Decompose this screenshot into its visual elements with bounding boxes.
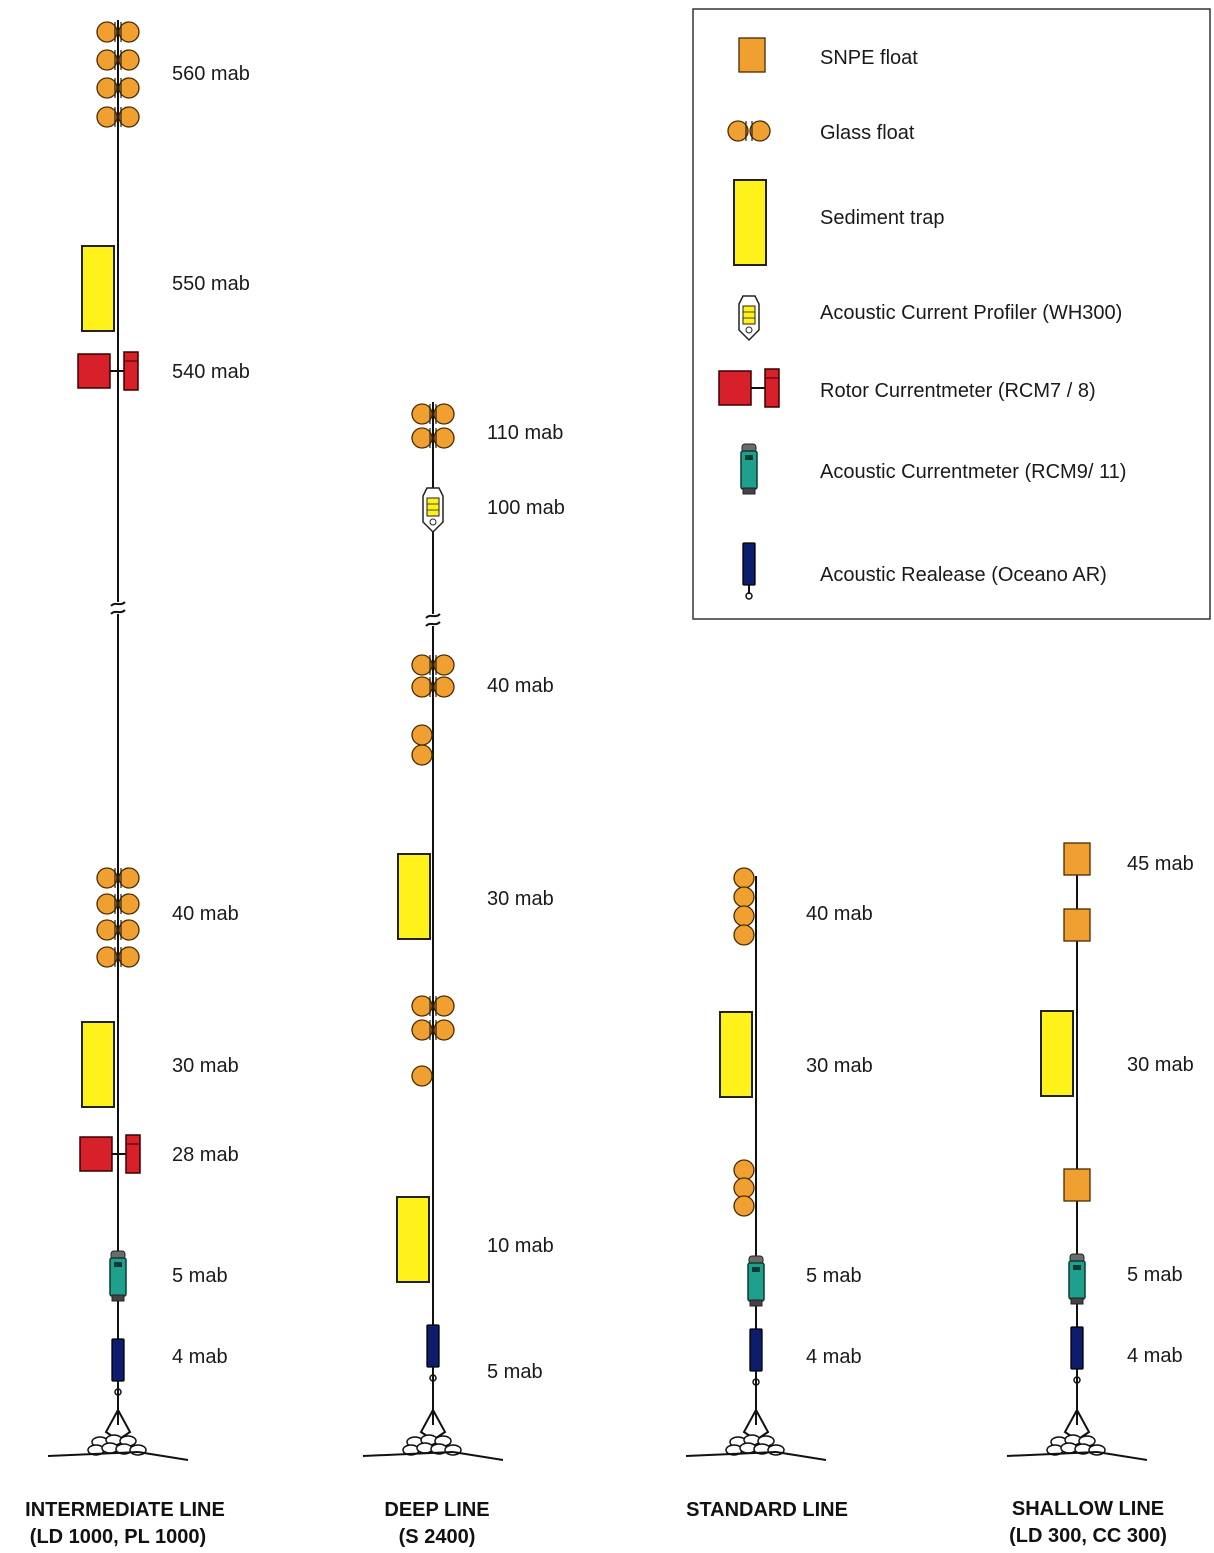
rotor-currentmeter bbox=[79, 1134, 141, 1174]
depth-label: 110 mab bbox=[487, 422, 563, 444]
mooring-deep-line: 110 mab 100 mab 40 mab 30 mab 10 mab 5 m… bbox=[362, 402, 565, 1548]
line-break-mark bbox=[424, 613, 442, 627]
mooring-subtitle: (LD 1000, PL 1000) bbox=[30, 1526, 206, 1548]
rotor-currentmeter-icon bbox=[718, 368, 780, 408]
sediment-trap-icon bbox=[733, 179, 767, 266]
depth-label: 550 mab bbox=[172, 273, 250, 295]
glass-float-cluster bbox=[733, 1159, 755, 1217]
mooring-title: STANDARD LINE bbox=[686, 1499, 848, 1521]
acoustic-release bbox=[749, 1328, 763, 1386]
depth-label: 28 mab bbox=[172, 1144, 239, 1166]
depth-label: 5 mab bbox=[487, 1361, 543, 1383]
depth-label: 40 mab bbox=[172, 903, 239, 925]
legend-label-glass-float: Glass float bbox=[820, 122, 915, 144]
acoustic-release bbox=[1070, 1326, 1084, 1384]
depth-label: 4 mab bbox=[172, 1346, 228, 1368]
rotor-currentmeter bbox=[77, 351, 139, 391]
depth-label: 30 mab bbox=[1127, 1054, 1194, 1076]
depth-label: 4 mab bbox=[1127, 1345, 1183, 1367]
acoustic-release bbox=[111, 1338, 125, 1396]
legend-label-adcp: Acoustic Current Profiler (WH300) bbox=[820, 302, 1122, 324]
legend-label-rotor-currentmeter: Rotor Currentmeter (RCM7 / 8) bbox=[820, 380, 1096, 402]
mooring-subtitle: (S 2400) bbox=[399, 1526, 476, 1548]
depth-label: 5 mab bbox=[806, 1265, 862, 1287]
mooring-subtitle: (LD 300, CC 300) bbox=[1009, 1525, 1167, 1547]
depth-label: 540 mab bbox=[172, 361, 250, 383]
depth-label: 45 mab bbox=[1127, 853, 1194, 875]
snpe-float bbox=[1063, 842, 1091, 876]
sediment-trap bbox=[81, 245, 115, 332]
snpe-float bbox=[1063, 908, 1091, 942]
acoustic-currentmeter bbox=[109, 1250, 127, 1302]
sediment-trap bbox=[397, 853, 431, 940]
snpe-float bbox=[1063, 1168, 1091, 1202]
mooring-shallow-line: 45 mab 30 mab 5 mab 4 mab SHALLOW LINE (… bbox=[1006, 842, 1194, 1547]
legend-box bbox=[692, 8, 1211, 620]
depth-label: 30 mab bbox=[487, 888, 554, 910]
mooring-intermediate-line: 560 mab 550 mab 540 mab 40 mab 30 mab 28… bbox=[25, 20, 250, 1548]
sediment-trap bbox=[396, 1196, 430, 1283]
mooring-title: SHALLOW LINE bbox=[1012, 1498, 1164, 1520]
sediment-trap bbox=[1040, 1010, 1074, 1097]
mooring-title: INTERMEDIATE LINE bbox=[25, 1499, 225, 1521]
depth-label: 4 mab bbox=[806, 1346, 862, 1368]
depth-label: 560 mab bbox=[172, 63, 250, 85]
depth-label: 30 mab bbox=[806, 1055, 873, 1077]
mooring-standard-line: 40 mab 30 mab 5 mab 4 mab STANDARD LINE bbox=[685, 867, 873, 1521]
mooring-title: DEEP LINE bbox=[384, 1499, 489, 1521]
acoustic-currentmeter bbox=[747, 1255, 765, 1307]
acoustic-release bbox=[426, 1324, 440, 1382]
acoustic-currentmeter-icon bbox=[740, 443, 758, 495]
line-break-mark bbox=[109, 601, 127, 615]
acoustic-current-profiler bbox=[422, 487, 444, 533]
depth-label: 5 mab bbox=[172, 1265, 228, 1287]
legend-label-sediment-trap: Sediment trap bbox=[820, 207, 945, 229]
depth-label: 10 mab bbox=[487, 1235, 554, 1257]
depth-label: 40 mab bbox=[806, 903, 873, 925]
legend-label-acoustic-currentmeter: Acoustic Currentmeter (RCM9/ 11) bbox=[820, 461, 1126, 483]
sediment-trap bbox=[719, 1011, 753, 1098]
depth-label: 40 mab bbox=[487, 675, 554, 697]
acoustic-current-profiler-icon bbox=[738, 295, 760, 341]
glass-float-cluster bbox=[733, 867, 755, 946]
sediment-trap bbox=[81, 1021, 115, 1108]
legend: SNPE float Glass float Sediment trap Aco… bbox=[692, 8, 1211, 620]
legend-label-acoustic-release: Acoustic Realease (Oceano AR) bbox=[820, 564, 1107, 586]
snpe-float-icon bbox=[738, 37, 766, 73]
legend-label-snpe-float: SNPE float bbox=[820, 47, 918, 69]
depth-label: 30 mab bbox=[172, 1055, 239, 1077]
acoustic-currentmeter bbox=[1068, 1253, 1086, 1305]
depth-label: 5 mab bbox=[1127, 1264, 1183, 1286]
depth-label: 100 mab bbox=[487, 497, 565, 519]
